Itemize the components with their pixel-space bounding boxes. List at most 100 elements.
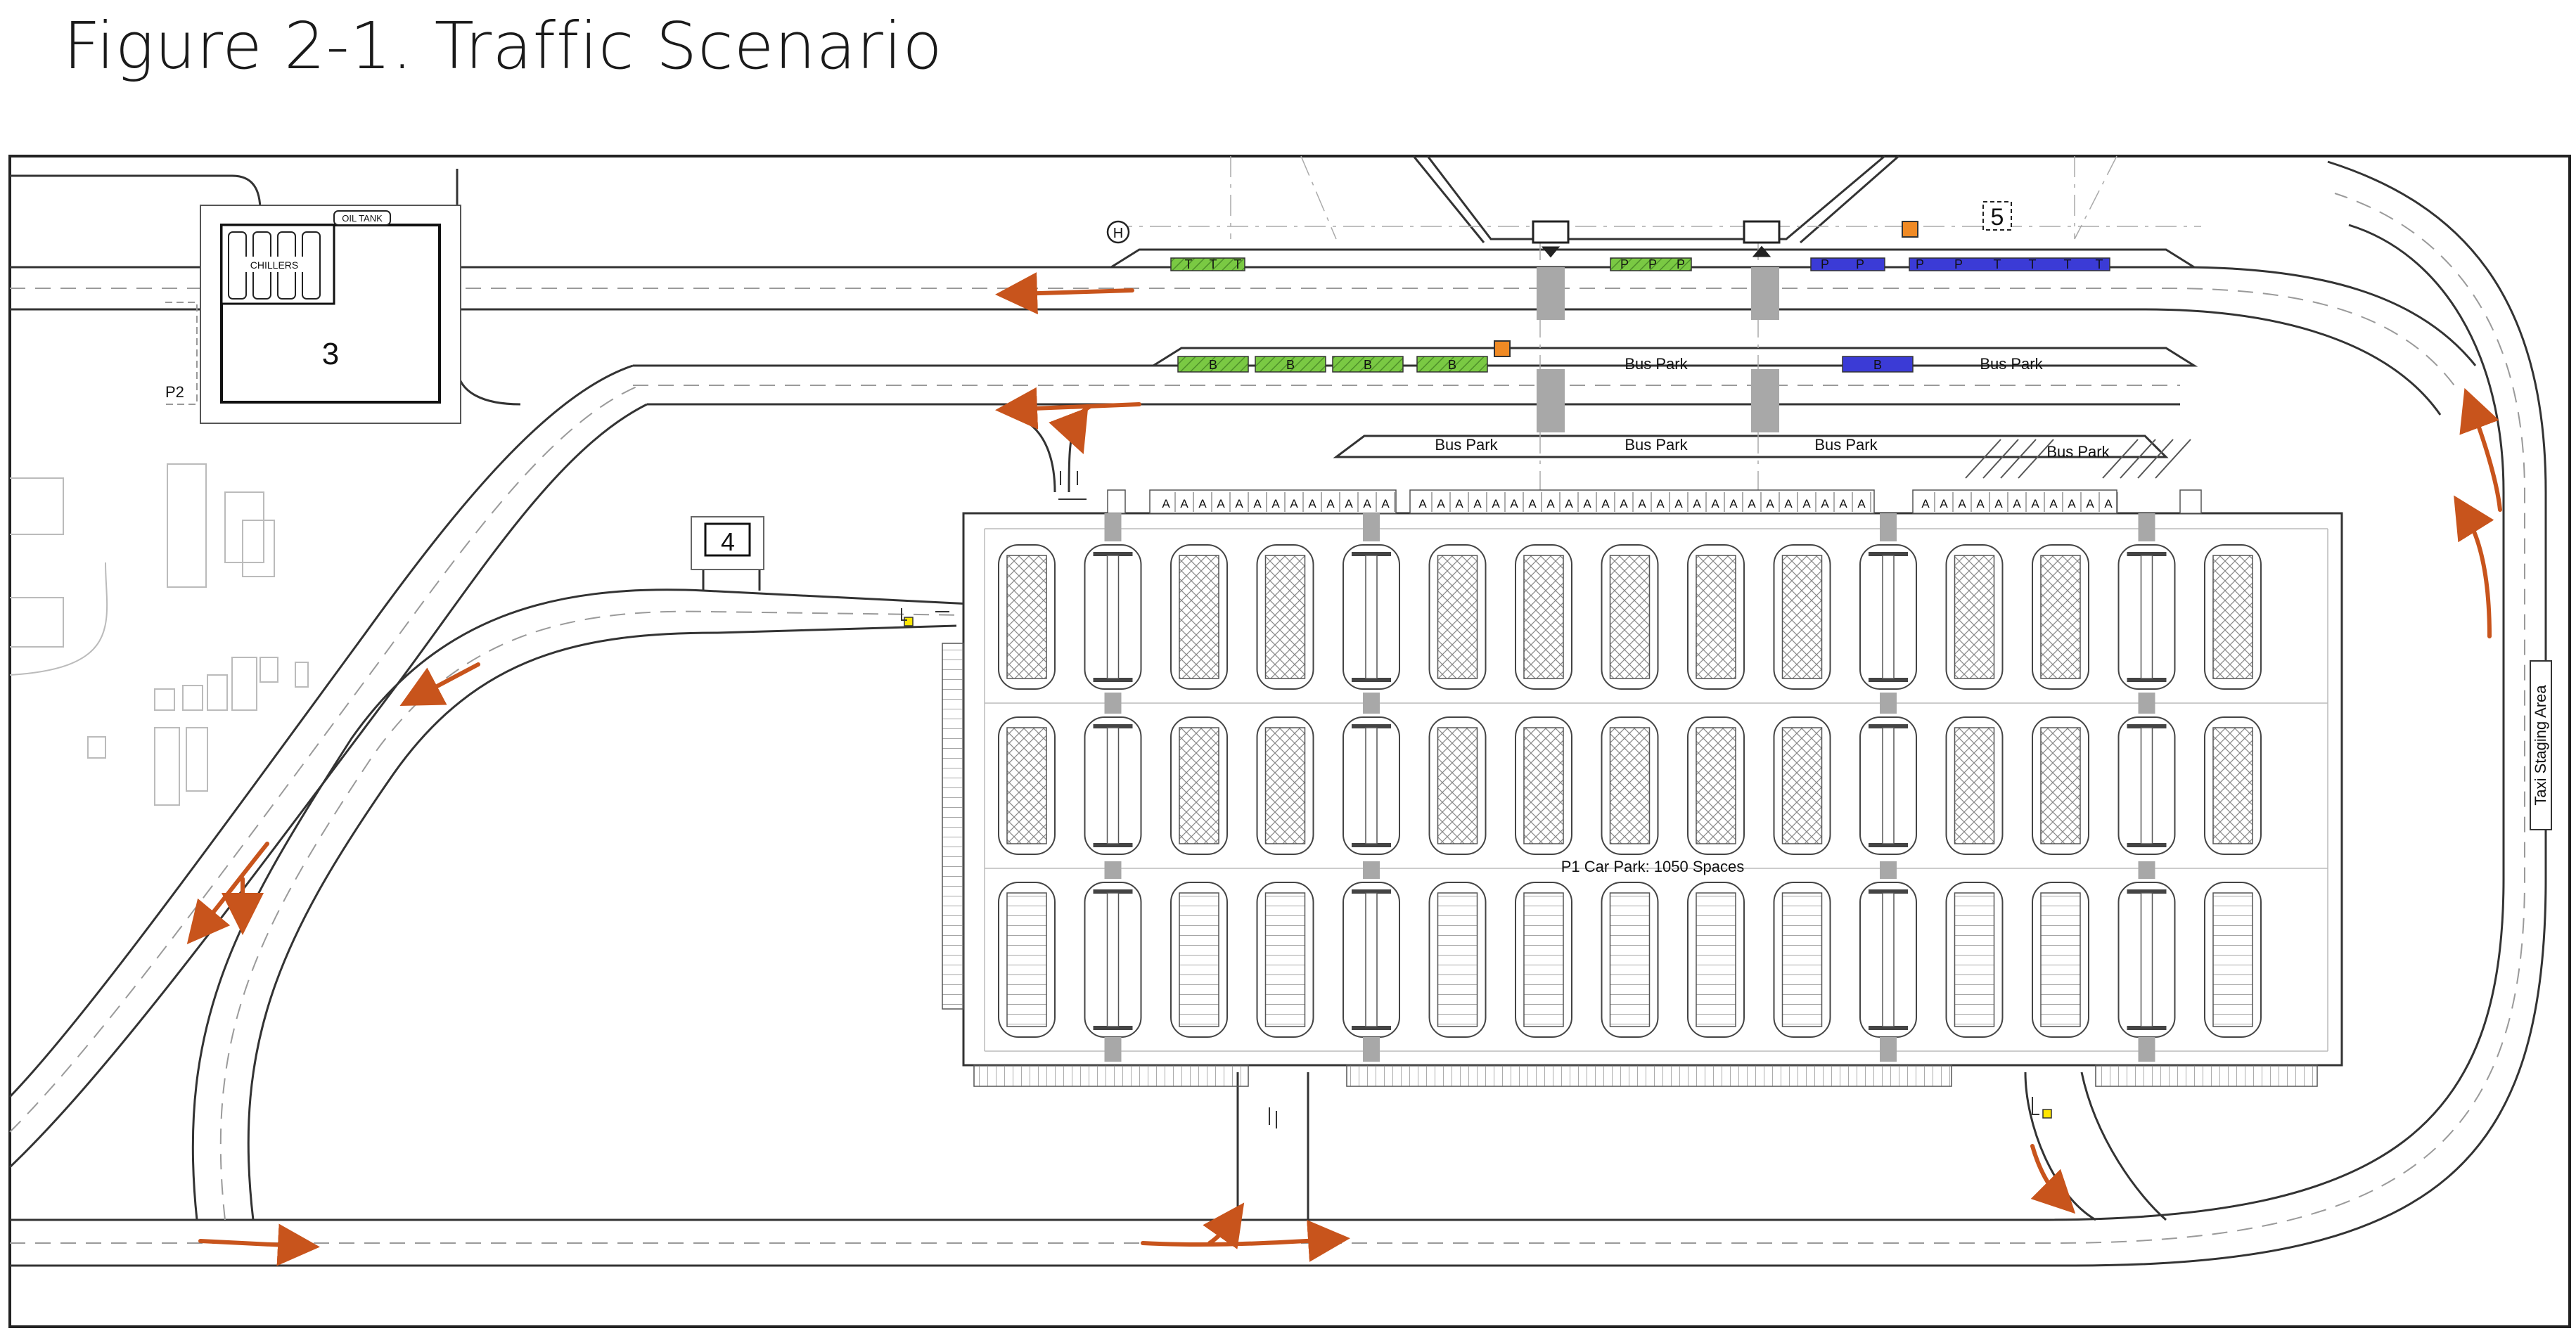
disabled-bay-label: A <box>1180 497 1188 510</box>
spine-cap <box>2127 889 2167 894</box>
disabled-bay-label: A <box>1638 497 1646 510</box>
parking-bays <box>2212 727 2253 844</box>
spine-cap <box>1093 724 1133 728</box>
disabled-bay-label: A <box>1455 497 1463 510</box>
disabled-bay-label: A <box>1381 497 1390 510</box>
parking-bays <box>2040 892 2081 1027</box>
spine-cap <box>1093 678 1133 682</box>
disabled-bay-label: A <box>1217 497 1225 510</box>
private-bay-label: P <box>1648 257 1657 271</box>
disabled-bay-label: A <box>1198 497 1207 510</box>
spine-cap <box>1869 678 1908 682</box>
disabled-bay-label: A <box>1693 497 1701 510</box>
barrier-markers <box>901 471 2052 1128</box>
terminal-gates <box>1532 220 1781 258</box>
terminal-outline <box>1412 155 1899 244</box>
disabled-bay-label: A <box>1958 497 1966 510</box>
parking-bays <box>1179 892 1219 1027</box>
walkway <box>1880 1037 1897 1062</box>
walkway <box>1104 513 1122 541</box>
orange-markers <box>1494 221 1918 357</box>
disabled-bay-label: A <box>1290 497 1298 510</box>
walkway <box>2138 693 2155 714</box>
disabled-bay-label: A <box>1546 497 1555 510</box>
disabled-bay-label: A <box>1345 497 1353 510</box>
parking-bays <box>1365 892 1378 1027</box>
parking-bays <box>1882 555 1895 679</box>
taxi-staging-area: Taxi Staging Area <box>2530 660 2552 830</box>
helipad: H <box>1106 220 1130 244</box>
disabled-bay-label: A <box>1308 497 1316 510</box>
spine-cap <box>1869 552 1908 556</box>
parking-bays <box>1882 892 1895 1027</box>
walkway <box>1104 1037 1122 1062</box>
parking-bays <box>1264 727 1306 844</box>
parking-bays <box>2040 555 2081 679</box>
taxi-bay-label: T <box>1210 257 1217 271</box>
parking-bays <box>1437 555 1478 679</box>
building-4-label: 4 <box>721 527 735 556</box>
disabled-bay-label: A <box>1620 497 1628 510</box>
helipad-label: H <box>1113 226 1123 241</box>
spine-cap <box>1352 1026 1391 1030</box>
parking-bays <box>1781 555 1823 679</box>
bus-park-labels: Bus Park Bus Park Bus Park Bus Park Bus … <box>1435 355 2110 461</box>
building-5-label: 5 <box>1991 204 2004 231</box>
taxi-bay-label: T <box>2096 257 2103 271</box>
bus-bay-label: B <box>1209 358 1217 372</box>
walkway <box>1880 693 1897 714</box>
parking-bays <box>1437 892 1478 1027</box>
spine-cap <box>1093 552 1133 556</box>
parking-bays <box>1781 727 1823 844</box>
parking-bays <box>2212 555 2253 679</box>
disabled-bay-label: A <box>2049 497 2058 510</box>
walkway <box>1363 693 1380 714</box>
spine-cap <box>1093 889 1133 894</box>
bus-bay-label: B <box>1286 358 1295 372</box>
walkway <box>1880 861 1897 879</box>
bus-park-label: Bus Park <box>2046 443 2110 461</box>
disabled-bay-label: A <box>1976 497 1985 510</box>
private-bay-label: P <box>1916 257 1924 271</box>
parking-bays <box>1954 555 1995 679</box>
parking-bays <box>1365 555 1378 679</box>
bus-park-label: Bus Park <box>1980 355 2043 373</box>
parking-bays <box>1006 727 1047 844</box>
building-3: CHILLERS OIL TANK 3 <box>200 205 461 424</box>
disabled-bay-label: A <box>1492 497 1500 510</box>
spine-cap <box>1869 843 1908 847</box>
walkway <box>1363 1037 1380 1062</box>
bus-park-label: Bus Park <box>1814 436 1878 453</box>
taxi-staging-label: Taxi Staging Area <box>2532 685 2549 806</box>
walkway <box>1104 693 1122 714</box>
disabled-bay-label: A <box>1253 497 1262 510</box>
private-bay-label: P <box>1954 257 1963 271</box>
private-bay-label: P <box>1821 257 1829 271</box>
taxi-bay-label: T <box>1234 257 1242 271</box>
walkway <box>2138 1037 2155 1062</box>
disabled-bay-label: A <box>1839 497 1847 510</box>
parking-bays <box>1264 555 1306 679</box>
parking-bays <box>1365 727 1378 844</box>
parking-bays <box>1609 555 1651 679</box>
bus-park-label: Bus Park <box>1625 436 1688 453</box>
figure-title: Figure 2-1. Traffic Scenario <box>63 8 943 84</box>
taxi-bay-label: T <box>1185 257 1193 271</box>
disabled-bay-label: A <box>1510 497 1518 510</box>
spine-cap <box>1869 1026 1908 1030</box>
parking-bays <box>1179 727 1219 844</box>
disabled-bay-label: A <box>1162 497 1170 510</box>
private-bay-label: P <box>1620 257 1629 271</box>
spine-cap <box>2127 678 2167 682</box>
disabled-bay-label: A <box>1921 497 1930 510</box>
spine-cap <box>2127 843 2167 847</box>
disabled-bay-label: A <box>1473 497 1482 510</box>
parking-bays <box>1954 892 1995 1027</box>
disabled-bay-label: A <box>2068 497 2076 510</box>
bays-top-row: T T T P P P P P P P T T T T <box>1170 257 2110 271</box>
bus-park-label: Bus Park <box>1435 436 1498 453</box>
disabled-bay-label: A <box>1528 497 1537 510</box>
disabled-bay-label: A <box>1583 497 1591 510</box>
